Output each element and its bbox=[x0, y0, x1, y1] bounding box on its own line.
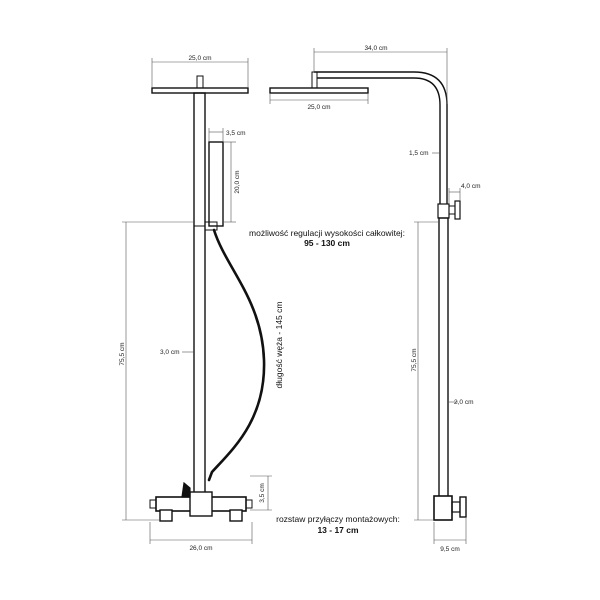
side-arm-reach-label: 34,0 cm bbox=[364, 45, 387, 52]
side-view bbox=[269, 71, 467, 521]
side-knob bbox=[448, 205, 456, 215]
front-hand-shower bbox=[208, 141, 224, 227]
front-diverter-knob bbox=[181, 481, 191, 498]
front-dimension-labels: 25,0 cm 3,5 cm 20,0 cm 75,5 cm 3,0 cm 3,… bbox=[119, 55, 266, 552]
notes: możliwość regulacji wysokości całkowitej… bbox=[249, 228, 405, 535]
front-thermostat-center bbox=[189, 491, 213, 517]
front-connector-left bbox=[149, 499, 157, 509]
front-valve-height-label: 3,5 cm bbox=[259, 483, 266, 503]
side-head-thickness-label: 1,5 cm bbox=[409, 150, 429, 157]
front-riser-pipe bbox=[193, 92, 206, 496]
side-knob-depth-label: 4,0 cm bbox=[461, 183, 481, 190]
front-left-handle bbox=[159, 509, 173, 522]
front-head-neck bbox=[196, 75, 204, 89]
side-lower-pipe bbox=[438, 217, 449, 499]
side-slide-joint bbox=[437, 203, 450, 219]
hose-length-label: długość węża - 145 cm bbox=[274, 302, 284, 389]
front-handshower-height-label: 20,0 cm bbox=[234, 170, 241, 193]
side-valve-handle bbox=[451, 501, 461, 513]
front-dimension-lines bbox=[122, 58, 272, 544]
front-shower-head bbox=[151, 87, 249, 94]
front-hand-shower-holder bbox=[204, 221, 218, 231]
front-view bbox=[149, 75, 266, 522]
front-total-height-label: 75,5 cm bbox=[119, 342, 126, 365]
front-base-width-label: 26,0 cm bbox=[189, 545, 212, 552]
side-pipe-diameter-label: 2,0 cm bbox=[454, 399, 474, 406]
side-head-width-label: 25,0 cm bbox=[307, 104, 330, 111]
side-valve-body bbox=[433, 495, 453, 521]
height-adjust-label: możliwość regulacji wysokości całkowitej… bbox=[249, 228, 405, 238]
side-knob-grip bbox=[454, 200, 461, 220]
front-right-handle bbox=[229, 509, 243, 522]
connector-spacing-value: 13 - 17 cm bbox=[317, 525, 359, 535]
height-adjust-value: 95 - 130 cm bbox=[304, 238, 350, 248]
front-hose bbox=[207, 228, 266, 482]
side-arm-connector bbox=[311, 71, 318, 89]
side-base-depth-label: 9,5 cm bbox=[440, 546, 460, 553]
side-shower-head bbox=[269, 87, 369, 94]
side-dimension-labels: 34,0 cm 25,0 cm 1,5 cm 4,0 cm 75,5 cm 2,… bbox=[307, 45, 480, 553]
side-curved-arm-inner bbox=[317, 77, 441, 205]
side-curved-arm bbox=[314, 71, 448, 205]
front-handshower-width-label: 3,5 cm bbox=[226, 130, 246, 137]
side-dimension-lines bbox=[269, 48, 467, 544]
front-pipe-diameter-label: 3,0 cm bbox=[160, 349, 180, 356]
connector-spacing-label: rozstaw przyłączy montażowych: bbox=[276, 514, 400, 524]
side-valve-knob bbox=[459, 496, 467, 518]
front-head-width-label: 25,0 cm bbox=[188, 55, 211, 62]
side-total-height-label: 75,5 cm bbox=[411, 348, 418, 371]
front-connector-right bbox=[245, 499, 253, 509]
